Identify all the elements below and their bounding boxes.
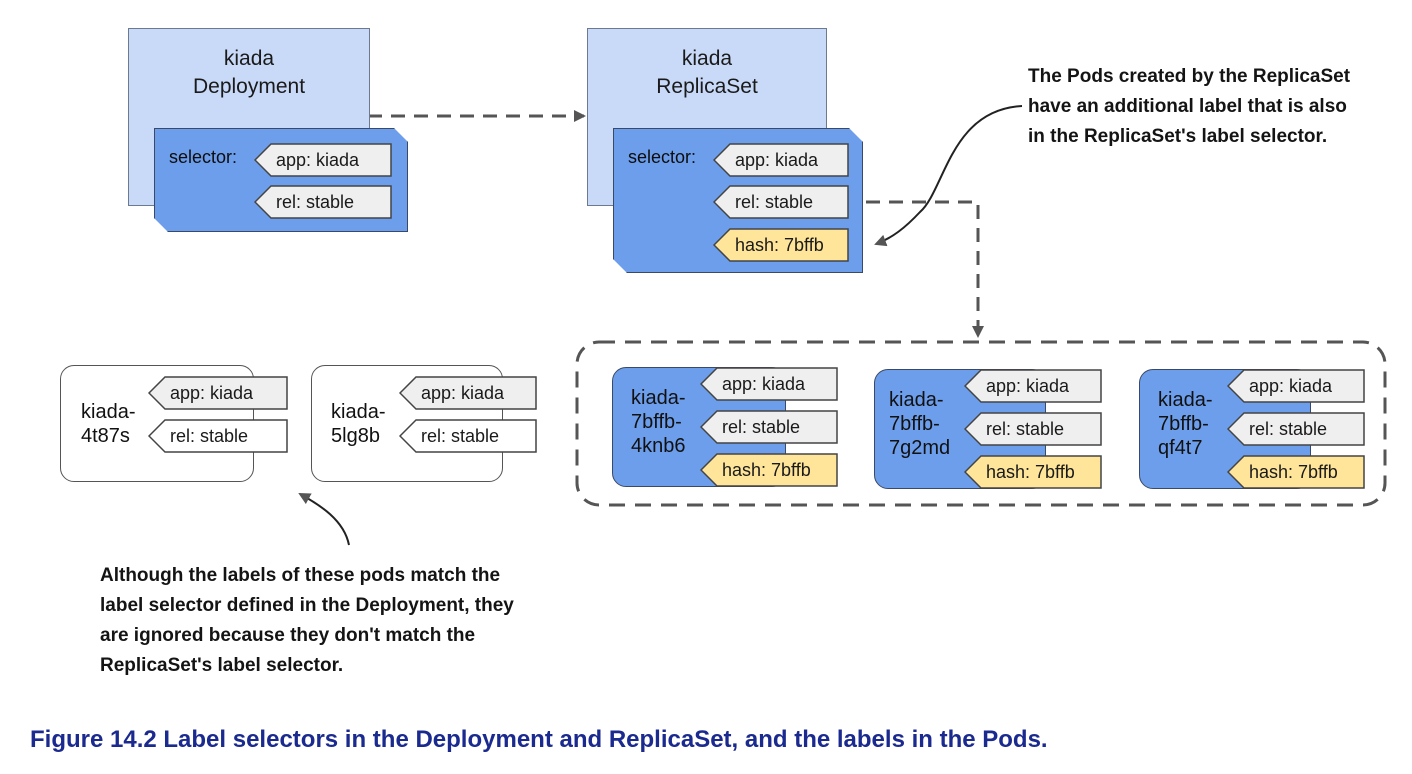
replicaset-pod-3-label-hash: hash: 7bffb [1227,455,1365,489]
pod-name: kiada- 5lg8b [331,401,386,447]
replicaset-note-arrow [874,105,1023,247]
replicaset-pod-1-label-app: app: kiada [700,367,838,401]
pod-name: kiada- 7bffb- qf4t7 [1158,389,1213,459]
ignored-note-arrow [298,493,350,546]
replicaset-kind: ReplicaSet [656,75,758,98]
ignored-pod-1-label-rel: rel: stable [148,419,288,453]
pod-name: kiada- 7bffb- 7g2md [889,389,951,459]
figure-caption: Figure 14.2 Label selectors in the Deplo… [30,726,1048,753]
ignored-pod-2-label-rel: rel: stable [399,419,537,453]
replicaset-title: kiada ReplicaSet [588,45,826,101]
replicaset-label-app: app: kiada [713,143,849,177]
ignored-pod-1-label-app: app: kiada [148,376,288,410]
replicaset-pod-1-label-hash: hash: 7bffb [700,453,838,487]
replicaset-pod-2-label-rel: rel: stable [964,412,1102,446]
pod-name: kiada- 4t87s [81,401,136,447]
deployment-label-rel: rel: stable [254,185,392,219]
replicaset-pod-2-label-hash: hash: 7bffb [964,455,1102,489]
replicaset-label-hash: hash: 7bffb [713,228,849,262]
replicaset-pod-2-label-app: app: kiada [964,369,1102,403]
replicaset-pods-group [575,340,1387,507]
deployment-selector-label: selector: [169,147,238,167]
replicaset-pod-1-label-rel: rel: stable [700,410,838,444]
replicaset-label-rel: rel: stable [713,185,849,219]
replicaset-pod-3-label-rel: rel: stable [1227,412,1365,446]
deployment-name: kiada [223,47,275,70]
deployment-title: kiada Deployment [129,45,369,101]
deployment-kind: Deployment [192,75,306,98]
ignored-pod-2-label-app: app: kiada [399,376,537,410]
deployment-label-app: app: kiada [254,143,392,177]
replicaset-pod-3-label-app: app: kiada [1227,369,1365,403]
pod-name: kiada- 7bffb- 4knb6 [631,387,686,457]
ignored-pods-note: Although the labels of these pods match … [100,565,514,676]
replicaset-to-pods-arrow [866,200,984,338]
replicaset-note: The Pods created by the ReplicaSet have … [1028,66,1351,147]
replicaset-name: kiada [681,47,733,70]
replicaset-selector-label: selector: [628,147,697,167]
